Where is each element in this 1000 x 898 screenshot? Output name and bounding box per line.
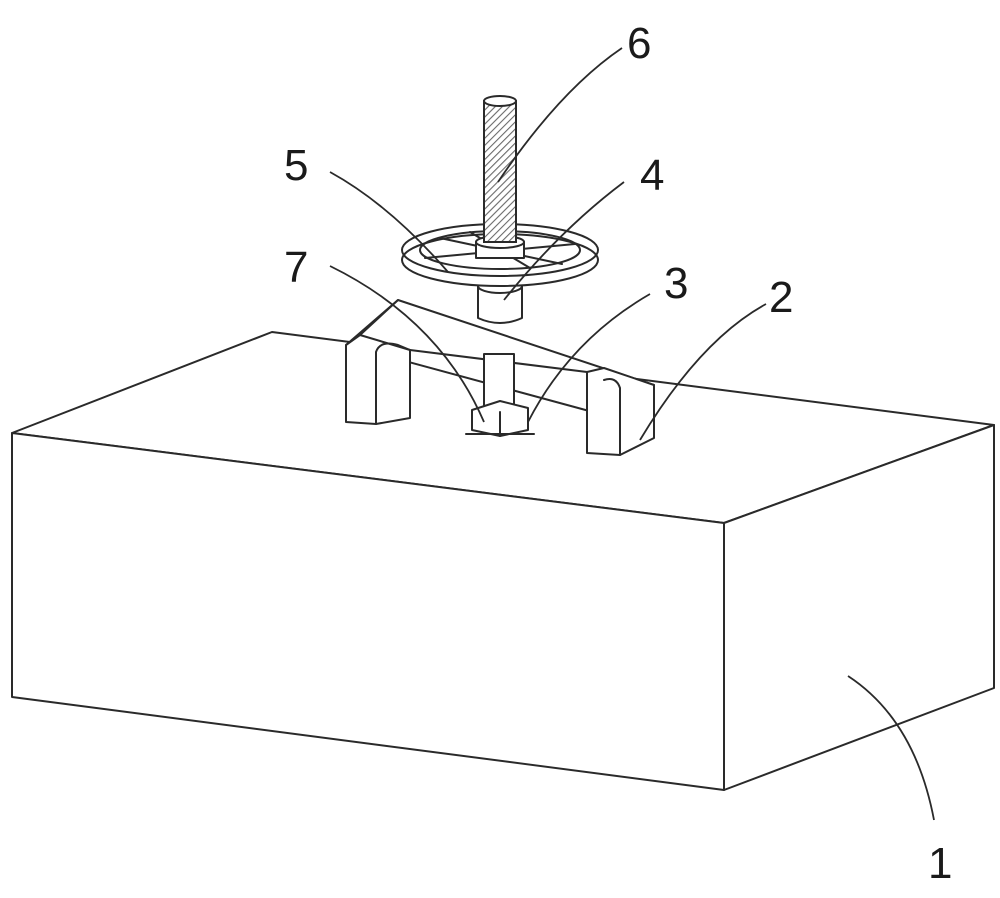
callout-4: 4: [640, 151, 664, 200]
callout-7: 7: [284, 243, 308, 292]
callout-6: 6: [627, 19, 651, 68]
threaded-rod-body: [484, 101, 516, 242]
callout-2: 2: [769, 273, 793, 322]
callout-5: 5: [284, 141, 308, 190]
threaded-rod-top: [484, 96, 516, 106]
callout-1: 1: [928, 839, 952, 888]
callout-3: 3: [664, 259, 688, 308]
threaded-rod: [484, 96, 516, 242]
